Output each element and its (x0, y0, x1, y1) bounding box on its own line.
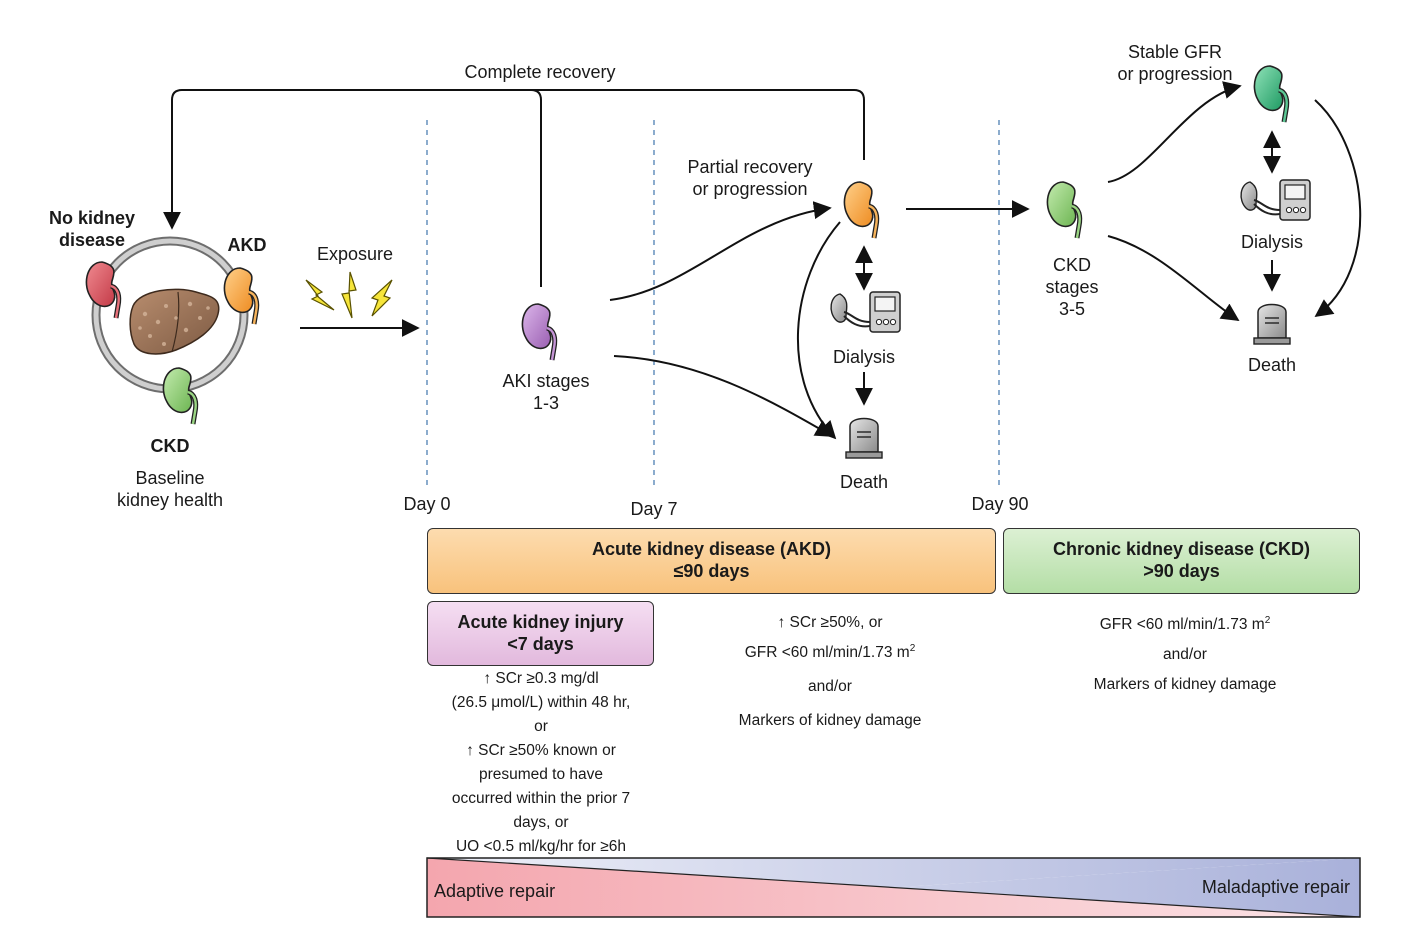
dialysis-machine-icon-right (1240, 179, 1311, 221)
akd-box-title: Acute kidney disease (AKD)≤90 days (591, 539, 832, 581)
exposure-label: Exposure (316, 244, 394, 264)
kidney-icon-baseline-akd (223, 267, 260, 325)
timeline-markers (426, 120, 1000, 490)
ckd-box-title: Chronic kidney disease (CKD)>90 days (1052, 539, 1311, 581)
ckd-baseline-label: CKD (150, 436, 190, 456)
repair-spectrum-bar (426, 857, 1361, 918)
kidney-icon-stable (1253, 65, 1290, 123)
complete-recovery-label: Complete recovery (464, 62, 616, 82)
aki-to-akd-arrow (609, 201, 832, 301)
aki-box-title: Acute kidney injury<7 days (457, 612, 624, 654)
day0-label: Day 0 (403, 494, 451, 514)
kidney-icon-ckd (1046, 181, 1083, 239)
akd-criteria: ↑ SCr ≥50%, or GFR <60 ml/min/1.73 m2 an… (738, 614, 922, 730)
aki-to-death-arrow (613, 355, 834, 437)
day7-label: Day 7 (630, 499, 678, 519)
dialysis-label-mid: Dialysis (832, 347, 895, 367)
ckd-to-stable-arrow (1107, 81, 1242, 183)
akd-box: Acute kidney disease (AKD)≤90 days (427, 528, 996, 594)
akd-baseline-label: AKD (227, 235, 267, 255)
death-label-right: Death (1247, 355, 1297, 375)
stable-to-death-curve (1314, 99, 1362, 318)
liver-icon (129, 288, 220, 355)
ckd-box: Chronic kidney disease (CKD)>90 days (1003, 528, 1360, 594)
aki-box: Acute kidney injury<7 days (427, 601, 654, 666)
death-label-mid: Death (839, 472, 889, 492)
ckd-to-death-arrow (1107, 235, 1240, 321)
aki-criteria: ↑ SCr ≥0.3 mg/dl (26.5 μmol/L) within 48… (451, 670, 631, 855)
kidney-icon-akd (843, 181, 880, 239)
akd-to-death-curve (796, 221, 841, 440)
kidney-icon-aki (521, 303, 558, 361)
dialysis-label-right: Dialysis (1240, 232, 1303, 252)
adaptive-repair-label: Adaptive repair (434, 881, 556, 901)
kidney-icon-baseline-normal (85, 261, 122, 319)
dialysis-machine-icon-mid (830, 291, 901, 333)
ckd-criteria: GFR <60 ml/min/1.73 m2 and/or Markers of… (1093, 615, 1277, 694)
kidney-icon-baseline-ckd (162, 367, 199, 425)
maladaptive-repair-label: Maladaptive repair (1201, 877, 1350, 897)
complete-recovery-path (163, 89, 542, 287)
day90-label: Day 90 (971, 494, 1029, 514)
complete-recovery-from-akd-path (531, 89, 865, 160)
tombstone-icon-mid (845, 417, 883, 459)
tombstone-icon-right (1253, 303, 1291, 345)
lightning-icon (305, 271, 393, 319)
